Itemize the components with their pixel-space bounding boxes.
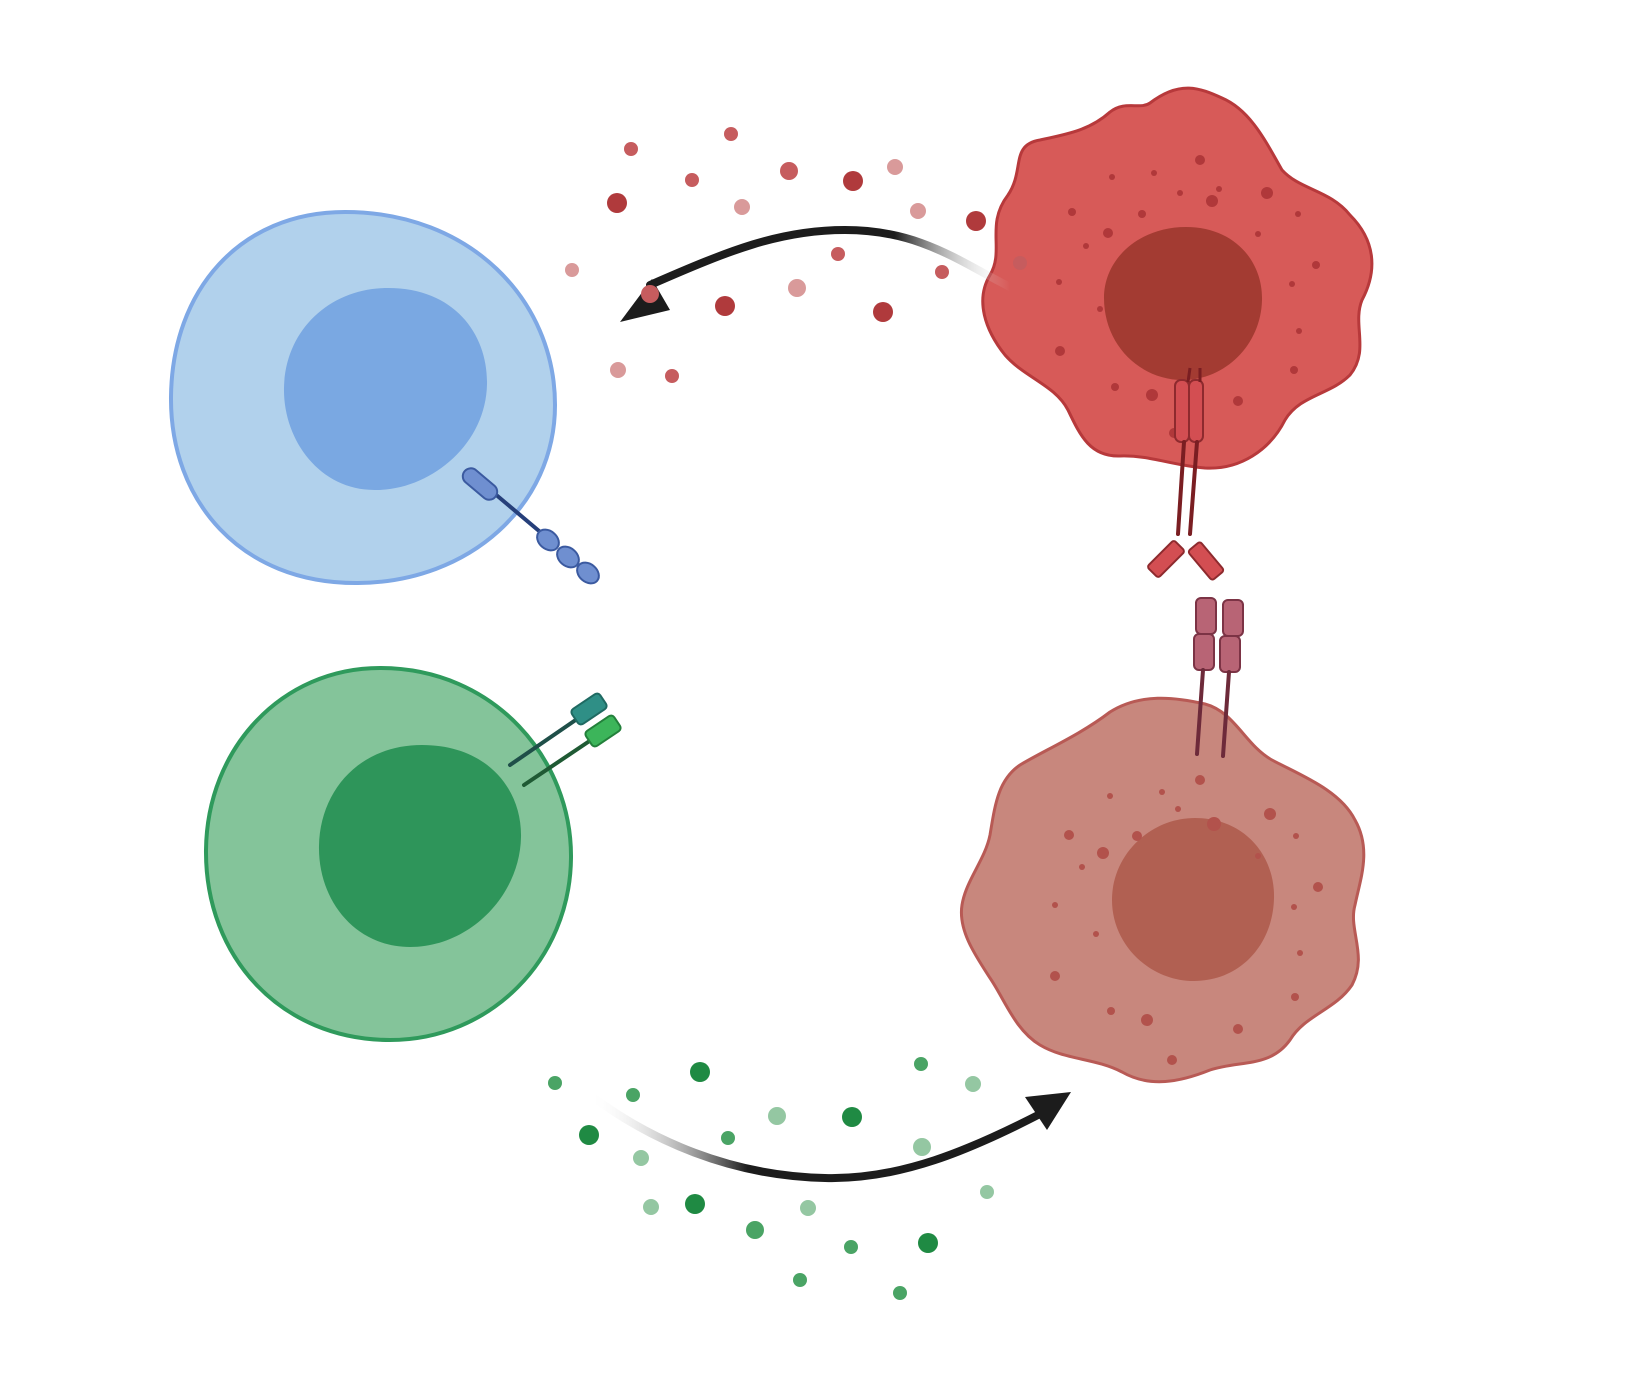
green-cytokine-particles <box>548 1057 994 1300</box>
green-cytokine-particle <box>690 1062 710 1082</box>
red-cytokine-particles <box>565 127 1027 383</box>
green-cytokine-particle <box>721 1131 735 1145</box>
red-cell-bottom <box>959 597 1366 1084</box>
green-cytokine-particle <box>626 1088 640 1102</box>
red-cytokine-particle <box>788 279 806 297</box>
green-cytokine-particle <box>768 1107 786 1125</box>
green-cell-receptor <box>508 692 622 787</box>
red-cytokine-particle <box>734 199 750 215</box>
red-cytokine-particle <box>887 159 903 175</box>
green-cytokine-particle <box>913 1138 931 1156</box>
green-cytokine-particle <box>633 1150 649 1166</box>
red-cytokine-particle <box>607 193 627 213</box>
red-cytokine-particle <box>624 142 638 156</box>
red-cytokine-particle <box>724 127 738 141</box>
arrow-red-to-blue <box>620 225 1014 322</box>
red-cytokine-particle <box>935 265 949 279</box>
blue-cell <box>168 209 600 586</box>
red-cytokine-particle <box>831 247 845 261</box>
red-cell-bottom-granules <box>1050 775 1323 1065</box>
red-cytokine-particle <box>1013 256 1027 270</box>
blue-cell-nucleus <box>283 288 488 491</box>
green-cytokine-particle <box>793 1273 807 1287</box>
red-cytokine-particle <box>873 302 893 322</box>
green-cell <box>203 665 622 1043</box>
green-cytokine-particle <box>579 1125 599 1145</box>
green-cytokine-particle <box>842 1107 862 1127</box>
red-cytokine-particle <box>780 162 798 180</box>
red-cytokine-particle <box>685 173 699 187</box>
green-cytokine-particle <box>844 1240 858 1254</box>
green-cytokine-particle <box>918 1233 938 1253</box>
red-cell-bottom-receptor <box>1193 597 1244 758</box>
red-cytokine-particle <box>665 369 679 383</box>
green-cytokine-particle <box>800 1200 816 1216</box>
red-cell-bottom-nucleus <box>1112 818 1275 981</box>
red-cytokine-particle <box>966 211 986 231</box>
green-cell-nucleus <box>318 745 522 947</box>
blue-cell-receptor <box>461 467 600 585</box>
green-cytokine-particle <box>548 1076 562 1090</box>
green-cytokine-particle <box>685 1194 705 1214</box>
red-cytokine-particle <box>715 296 735 316</box>
arrow-green-to-red <box>586 1091 1071 1183</box>
red-cell-top-nucleus <box>1104 227 1263 380</box>
arrow-green-to-red-head <box>1025 1092 1071 1130</box>
red-cytokine-particle <box>641 285 659 303</box>
red-cell-top-receptor <box>1147 367 1225 581</box>
red-cytokine-particle <box>910 203 926 219</box>
red-cytokine-particle <box>565 263 579 277</box>
green-cytokine-particle <box>643 1199 659 1215</box>
green-cytokine-particle <box>746 1221 764 1239</box>
red-cytokine-particle <box>610 362 626 378</box>
green-cytokine-particle <box>980 1185 994 1199</box>
green-cytokine-particle <box>893 1286 907 1300</box>
red-cytokine-particle <box>843 171 863 191</box>
green-cytokine-particle <box>914 1057 928 1071</box>
green-cytokine-particle <box>965 1076 981 1092</box>
red-cell-top <box>981 86 1374 581</box>
